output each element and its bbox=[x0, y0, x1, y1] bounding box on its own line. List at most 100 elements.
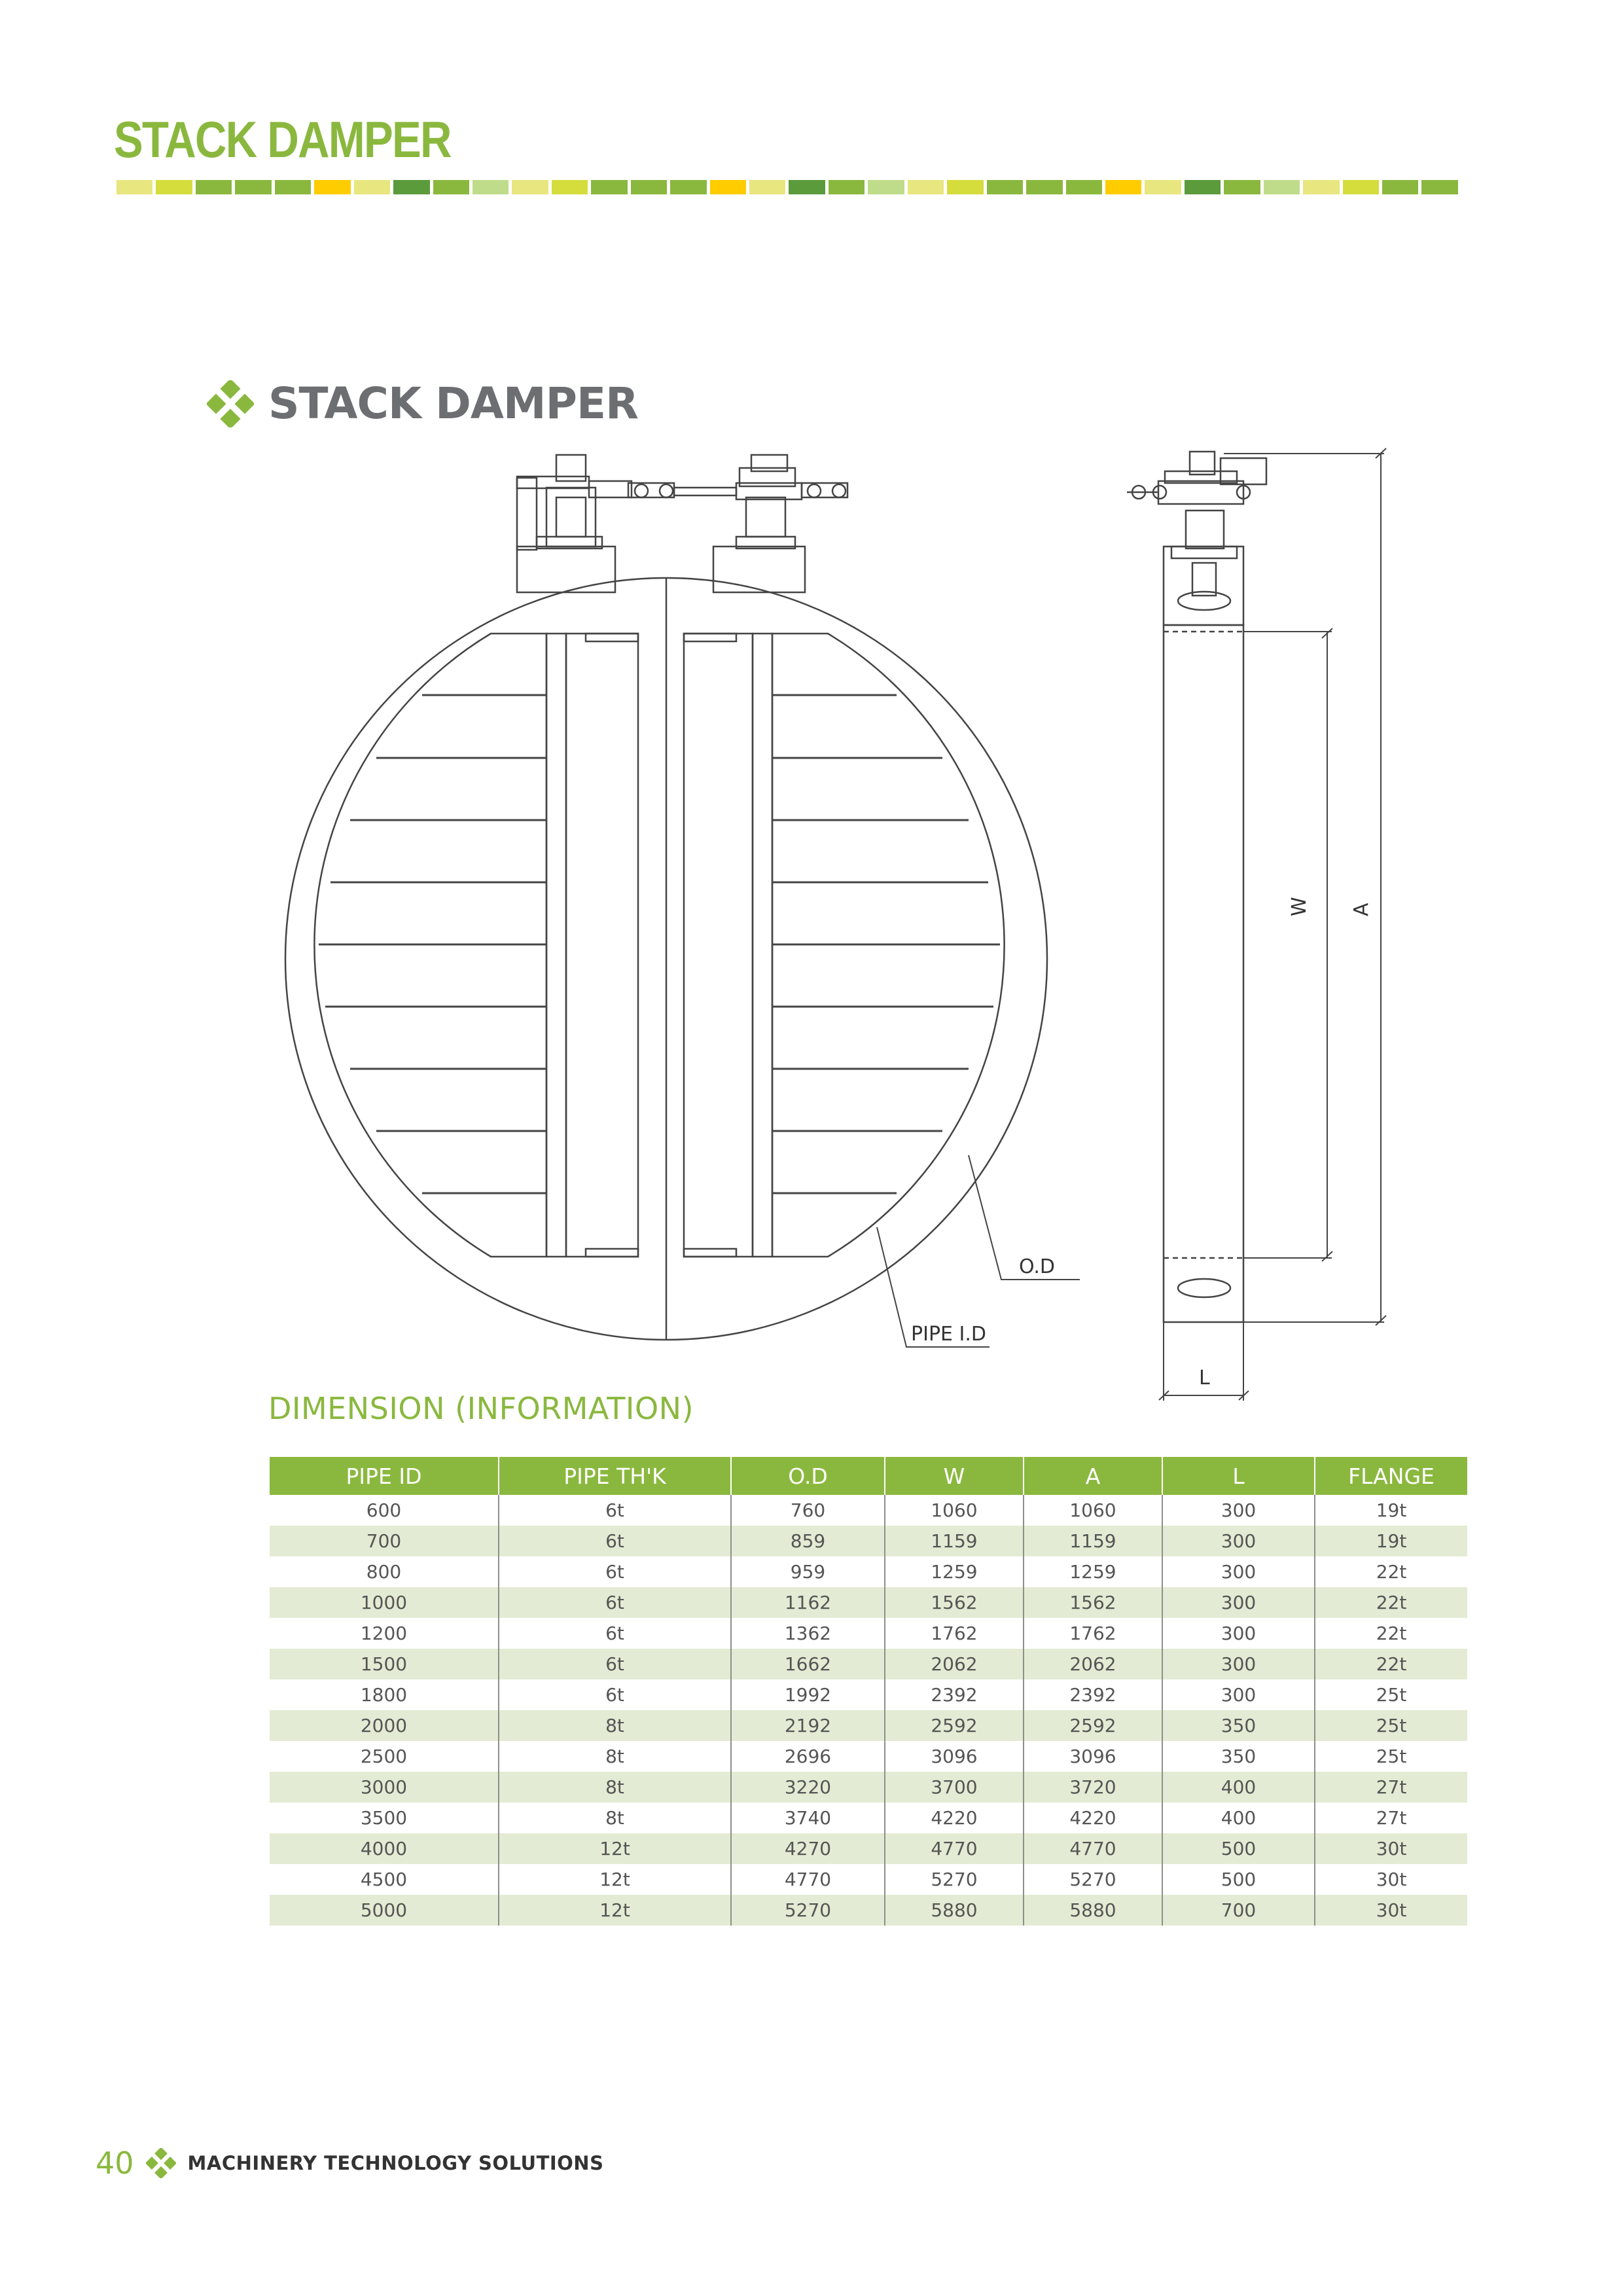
table-cell: 8t bbox=[499, 1710, 732, 1741]
color-strip-segment bbox=[156, 180, 192, 194]
table-cell: 2500 bbox=[270, 1741, 499, 1772]
color-strip-segment bbox=[195, 180, 232, 194]
page-number: 40 bbox=[96, 2145, 134, 2181]
color-strip-segment bbox=[1263, 180, 1300, 194]
table-cell: 3500 bbox=[270, 1803, 499, 1833]
table-header-cell: PIPE ID bbox=[270, 1457, 499, 1495]
table-cell: 3096 bbox=[1024, 1741, 1163, 1772]
table-cell: 4270 bbox=[731, 1833, 885, 1864]
table-header-cell: PIPE TH'K bbox=[499, 1457, 732, 1495]
table-cell: 22t bbox=[1376, 1623, 1407, 1644]
table-cell: 6t bbox=[499, 1649, 732, 1679]
table-cell: 350 bbox=[1162, 1710, 1315, 1741]
table-cell: 1800 bbox=[270, 1679, 499, 1710]
table-cell: 4220 bbox=[1024, 1803, 1163, 1833]
table-cell: 500 bbox=[1162, 1833, 1315, 1864]
color-strip-segment bbox=[1342, 180, 1379, 194]
table-cell: 3000 bbox=[270, 1772, 499, 1803]
table-cell: 5880 bbox=[885, 1895, 1024, 1926]
color-strip-segment bbox=[1065, 180, 1102, 194]
table-cell: 300 bbox=[1162, 1618, 1315, 1649]
color-strip-segment bbox=[868, 180, 904, 194]
color-strip-segment bbox=[828, 180, 865, 194]
table-header-cell: FLANGE bbox=[1315, 1457, 1467, 1495]
table-cell: 4220 bbox=[885, 1803, 1024, 1833]
table-cell: 27t bbox=[1376, 1807, 1407, 1829]
color-strip-segment bbox=[1303, 180, 1340, 194]
color-strip-segment bbox=[1026, 180, 1063, 194]
dimension-lines bbox=[1158, 448, 1387, 1401]
table-cell: 4770 bbox=[731, 1864, 885, 1895]
color-strip-segment bbox=[749, 180, 786, 194]
table-cell: 1762 bbox=[1024, 1618, 1163, 1649]
diamond-cluster-icon bbox=[207, 380, 254, 427]
table-cell: 300 bbox=[1162, 1556, 1315, 1587]
blade-slats bbox=[319, 694, 1000, 1194]
table-cell: 2192 bbox=[731, 1710, 885, 1741]
table-cell: 3700 bbox=[885, 1772, 1024, 1803]
table-cell: 6t bbox=[499, 1618, 732, 1649]
table-cell: 350 bbox=[1162, 1741, 1315, 1772]
table-cell: 3720 bbox=[1024, 1772, 1163, 1803]
table-cell: 1060 bbox=[1024, 1495, 1163, 1526]
table-cell: 12t bbox=[499, 1895, 732, 1926]
table-cell: 700 bbox=[270, 1526, 499, 1556]
table-cell: 2392 bbox=[885, 1679, 1024, 1710]
table-cell: 1200 bbox=[270, 1618, 499, 1649]
color-strip-segment bbox=[1224, 180, 1260, 194]
decorative-color-strip bbox=[116, 180, 1458, 194]
table-cell: 1762 bbox=[885, 1618, 1024, 1649]
table-cell: 500 bbox=[1162, 1864, 1315, 1895]
table-cell: 1259 bbox=[885, 1556, 1024, 1587]
page-footer: 40 MACHINERY TECHNOLOGY SOLUTIONS bbox=[96, 2145, 603, 2181]
table-cell: 700 bbox=[1162, 1895, 1315, 1926]
table-cell: 6t bbox=[499, 1679, 732, 1710]
color-strip-segment bbox=[709, 180, 746, 194]
color-strip-segment bbox=[1421, 180, 1458, 194]
color-strip-segment bbox=[472, 180, 509, 194]
table-cell: 25t bbox=[1376, 1746, 1407, 1767]
color-strip-segment bbox=[314, 180, 351, 194]
color-strip-segment bbox=[591, 180, 628, 194]
table-cell: 2392 bbox=[1024, 1679, 1163, 1710]
color-strip-segment bbox=[907, 180, 944, 194]
actuator-assembly bbox=[516, 454, 849, 594]
table-cell: 30t bbox=[1315, 1833, 1467, 1864]
color-strip-segment bbox=[1105, 180, 1142, 194]
color-strip-segment bbox=[630, 180, 668, 194]
table-cell: 800 bbox=[270, 1556, 499, 1587]
table-header-cell: A bbox=[1024, 1457, 1163, 1495]
table-header-cell: O.D bbox=[731, 1457, 885, 1495]
table-cell: 400 bbox=[1162, 1772, 1315, 1803]
table-cell: 300 bbox=[1162, 1526, 1315, 1556]
table-cell: 22t bbox=[1315, 1649, 1467, 1679]
color-strip-segment bbox=[512, 180, 548, 194]
table-cell: 1662 bbox=[731, 1649, 885, 1679]
label-l: L bbox=[1199, 1367, 1210, 1390]
color-strip-segment bbox=[789, 180, 825, 194]
table-cell: 6t bbox=[499, 1526, 732, 1556]
table-cell: 300 bbox=[1162, 1649, 1315, 1679]
table-cell: 4770 bbox=[1024, 1833, 1163, 1864]
table-cell: 25t bbox=[1376, 1684, 1407, 1706]
table-cell: 300 bbox=[1162, 1587, 1315, 1618]
table-cell: 8t bbox=[499, 1803, 732, 1833]
table-cell: 400 bbox=[1162, 1803, 1315, 1833]
table-cell: 2696 bbox=[731, 1741, 885, 1772]
table-cell: 25t bbox=[1315, 1710, 1467, 1741]
page-title: STACK DAMPER bbox=[114, 111, 452, 168]
table-cell: 2062 bbox=[885, 1649, 1024, 1679]
table-cell: 859 bbox=[731, 1526, 885, 1556]
table-cell: 1362 bbox=[731, 1618, 885, 1649]
table-cell: 1500 bbox=[270, 1649, 499, 1679]
table-header-cell: L bbox=[1162, 1457, 1315, 1495]
table-cell: 30t bbox=[1376, 1869, 1407, 1890]
table-cell: 2592 bbox=[1024, 1710, 1163, 1741]
table-cell: 30t bbox=[1315, 1895, 1467, 1926]
